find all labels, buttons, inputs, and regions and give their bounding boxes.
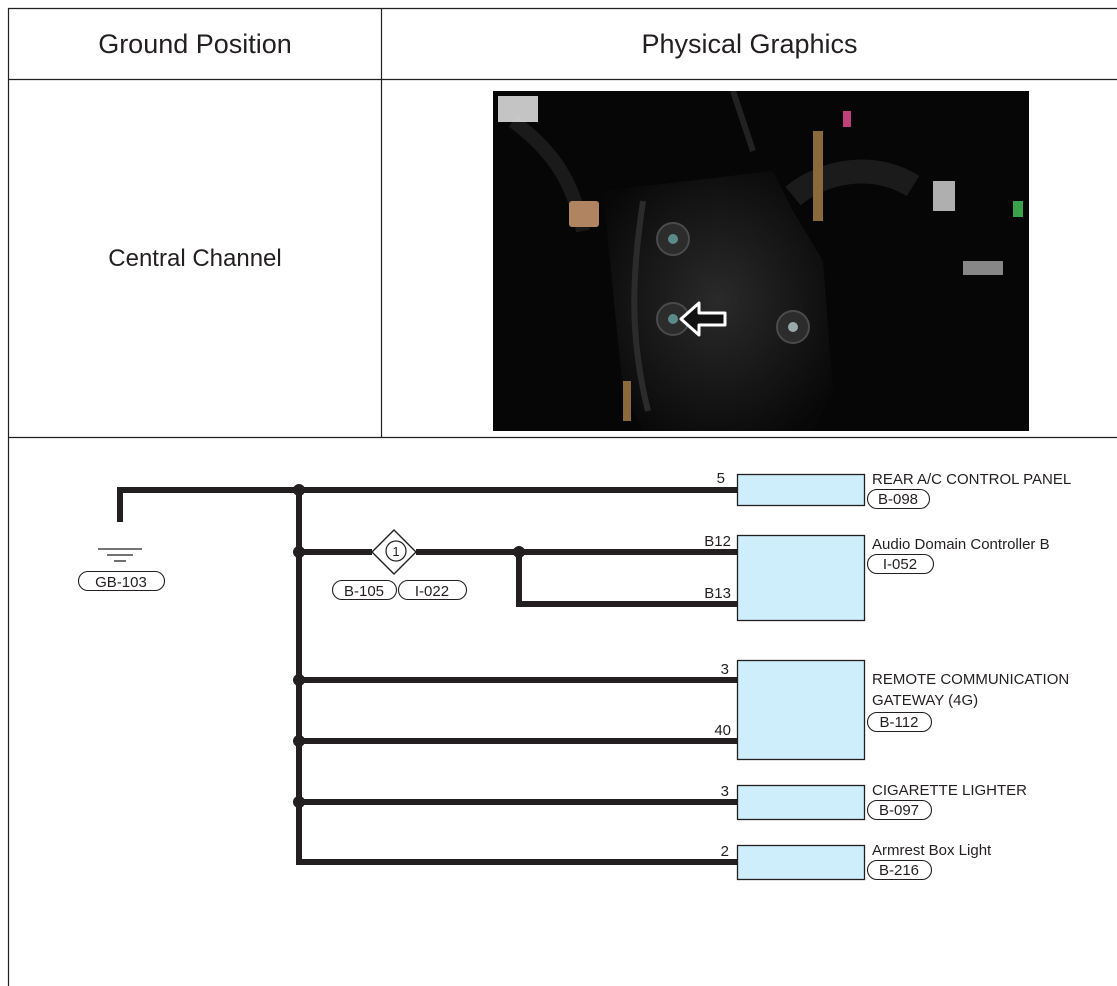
component-box-rear-ac-control-panel	[736, 473, 866, 507]
ground-location-photo	[493, 91, 1029, 431]
splice-number: 1	[392, 544, 399, 559]
pin-label: 2	[721, 843, 729, 860]
pin-label: B13	[704, 585, 731, 602]
component-name: CIGARETTE LIGHTER	[872, 782, 1027, 799]
splice-connector-2: I-022	[415, 583, 449, 600]
component-box-audio-domain-controller	[736, 534, 866, 622]
junction-dot	[293, 796, 305, 808]
ground-position-value: Central Channel	[108, 244, 282, 272]
junction-dot	[293, 674, 305, 686]
pin-label: B12	[704, 533, 731, 550]
component-name: REMOTE COMMUNICATION	[872, 671, 1069, 688]
component-code: I-052	[883, 556, 917, 573]
component-name-line2: GATEWAY (4G)	[872, 692, 978, 709]
component-box-cigarette-lighter	[736, 784, 866, 821]
ground-code: GB-103	[95, 574, 147, 591]
component-code: B-216	[879, 862, 919, 879]
pin-label: 3	[721, 661, 729, 678]
pin-label: 40	[714, 722, 731, 739]
pin-label: 5	[717, 470, 725, 487]
splice-diamond: 1	[371, 529, 417, 575]
header-ground-position: Ground Position	[98, 28, 292, 59]
splice-connector-1: B-105	[344, 583, 384, 600]
ground-symbol-icon	[98, 548, 142, 562]
component-name: Armrest Box Light	[872, 842, 992, 859]
pointer-arrow-icon	[679, 301, 727, 337]
component-code: B-097	[879, 802, 919, 819]
junction-dot	[293, 735, 305, 747]
junction-dot	[293, 546, 305, 558]
header-physical-graphics: Physical Graphics	[641, 28, 858, 59]
junction-dot	[293, 484, 305, 496]
component-name: Audio Domain Controller B	[872, 536, 1050, 553]
junction-dot	[513, 546, 525, 558]
component-code: B-112	[880, 714, 919, 731]
pin-label: 3	[721, 783, 729, 800]
component-name: REAR A/C CONTROL PANEL	[872, 471, 1071, 488]
component-box-armrest-box-light	[736, 844, 866, 881]
component-box-remote-communication-gateway	[736, 659, 866, 761]
component-code: B-098	[878, 491, 918, 508]
